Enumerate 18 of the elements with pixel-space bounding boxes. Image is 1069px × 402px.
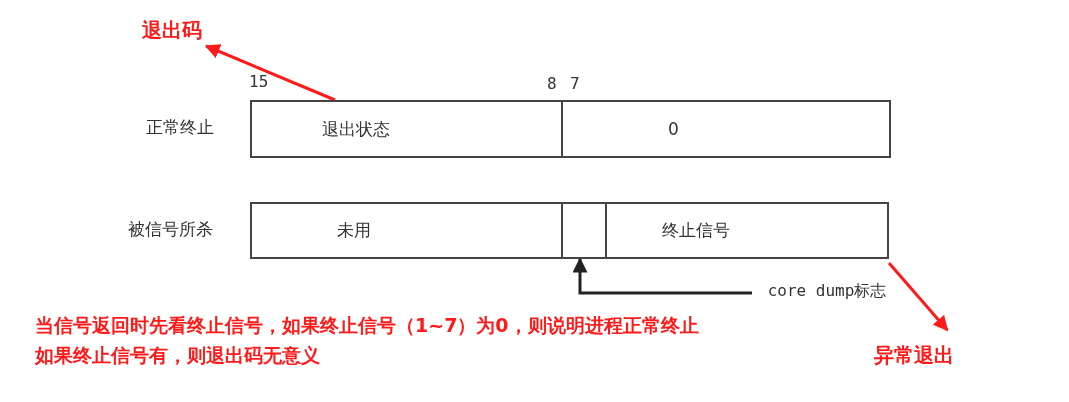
note-text: 当信号返回时先看终止信号，如果终止信号（1~7）为0，则说明进程正常终止 — [35, 313, 699, 338]
row-label: 被信号所杀 — [128, 218, 213, 241]
row-label: 正常终止 — [146, 116, 214, 139]
field-label: 终止信号 — [662, 219, 730, 242]
arrow — [887, 262, 949, 332]
field-label: 0 — [668, 119, 679, 139]
note-text: 如果终止信号有，则退出码无意义 — [35, 343, 320, 368]
annotation-text: core dump标志 — [752, 279, 902, 303]
bit-number: 8 — [547, 74, 557, 93]
core-dump-bit-cell — [561, 202, 607, 259]
arrow — [572, 257, 752, 295]
bit-number: 7 — [570, 74, 580, 93]
field-label: 未用 — [337, 219, 371, 242]
field-label: 退出状态 — [322, 117, 390, 141]
callout-label: 退出码 — [134, 16, 210, 44]
bit-number: 15 — [249, 72, 269, 91]
callout-label: 异常退出 — [862, 340, 966, 370]
arrow — [204, 44, 336, 102]
